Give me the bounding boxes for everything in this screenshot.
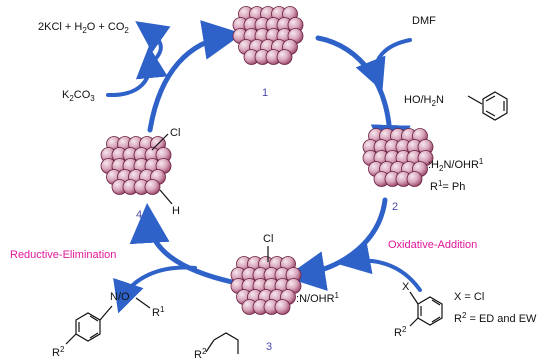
arrow-dmf-in [355,38,412,92]
solvent-label: DMF [412,15,436,27]
complex2-r-group: R1= Ph [430,179,465,193]
catalyst-number-4: 4 [136,209,142,221]
complex2-ligand: :H2N/OHR1 [428,157,484,173]
cluster-atom [276,49,293,65]
fragment-r2: R2 [194,347,207,361]
partial-ring-fragment [205,332,239,354]
amine-reagent-label: HO/H2N [404,94,444,108]
catalyst-cluster-1 [232,6,304,65]
complex3-halide: Cl [263,233,273,245]
catalyst-number-1: 1 [262,87,268,99]
product-r2: R2 [52,345,65,359]
reductive-elimination-label: Reductive-Elimination [10,249,116,261]
cluster-atom [274,299,291,315]
cycle-arrows [129,20,411,291]
catalyst-number-2: 2 [392,201,398,213]
catalyst-cluster-4 [100,136,172,195]
product-ring [65,297,151,345]
complex4-halide: Cl [170,127,180,139]
product-no: N/O [110,291,130,303]
arrow-product-out [113,265,197,314]
catalyst-cluster-3 [230,256,302,315]
aryl-halide-ring [409,291,443,327]
byproduct-label: 2KCl + H2O + CO2 [38,21,129,35]
complex3-ligand: :N/OHR1 [296,291,340,305]
arrow-k2co3-in [106,46,168,98]
catalyst-number-3: 3 [266,341,272,353]
amine-benzene-ring [467,91,508,121]
product-r1: R1 [152,305,165,319]
cycle-arc-2-to-3 [285,197,388,291]
aryl-halide-x: X [402,281,410,293]
cluster-atom [144,179,161,195]
arrow-arylhalide-in [338,242,422,292]
aryl-halide-r: R2 [394,325,407,339]
arrow-byproduct-out [135,21,171,70]
aryl-condition-2: R2 = ED and EW [454,311,537,325]
cycle-arc-4-to-1 [147,20,243,133]
side-arrows [106,21,422,314]
aryl-condition-1: X = Cl [454,291,484,303]
complex4-h-bond [159,189,173,205]
cluster-atom [406,171,423,187]
catalyst-cluster-2 [362,128,434,187]
complex4-hydride: H [172,205,180,217]
oxidative-addition-label: Oxidative-Addition [388,239,477,251]
base-label: K2CO3 [62,89,95,103]
complex4-cl-bond [151,133,169,151]
cycle-arc-3-to-4 [129,203,235,285]
